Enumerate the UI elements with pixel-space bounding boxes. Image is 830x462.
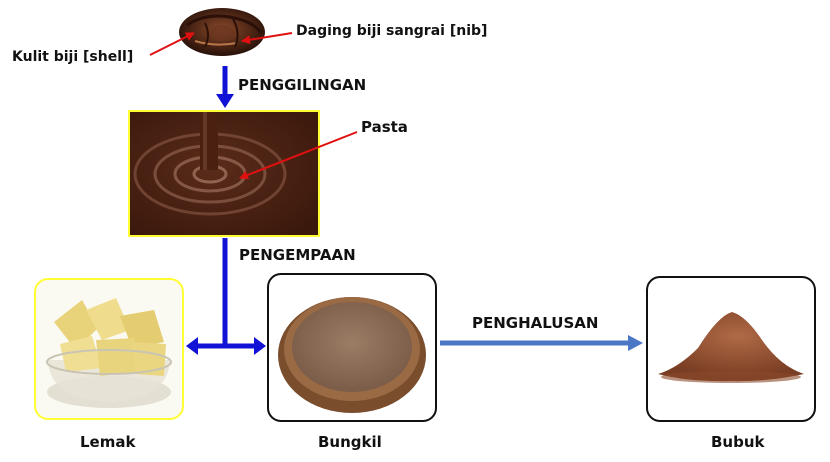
pressing-split-arrow bbox=[186, 238, 266, 355]
cocoa-powder-icon bbox=[658, 312, 804, 383]
shell-pointer-arrow bbox=[149, 32, 195, 56]
pressing-label: PENGEMPAAN bbox=[239, 246, 356, 264]
grinding-arrow bbox=[216, 66, 234, 108]
powder-label: Bubuk bbox=[711, 433, 765, 451]
cake-image bbox=[267, 273, 437, 422]
paste-label: Pasta bbox=[361, 118, 408, 136]
paste-image bbox=[128, 110, 320, 237]
shell-label: Kulit biji [shell] bbox=[12, 49, 134, 65]
chocolate-paste-icon bbox=[130, 112, 318, 235]
fat-label: Lemak bbox=[80, 433, 136, 451]
fat-image bbox=[34, 278, 184, 420]
cocoa-butter-icon bbox=[46, 298, 172, 408]
grinding-label: PENGGILINGAN bbox=[238, 76, 367, 94]
refining-arrow bbox=[440, 335, 643, 351]
nib-pointer-arrow bbox=[241, 32, 293, 45]
cake-label: Bungkil bbox=[318, 433, 382, 451]
paste-pointer-arrow bbox=[239, 131, 358, 180]
powder-image bbox=[646, 276, 816, 422]
cocoa-cake-icon bbox=[278, 297, 426, 413]
nib-label: Daging biji sangrai [nib] bbox=[296, 23, 488, 39]
refining-label: PENGHALUSAN bbox=[472, 314, 599, 332]
